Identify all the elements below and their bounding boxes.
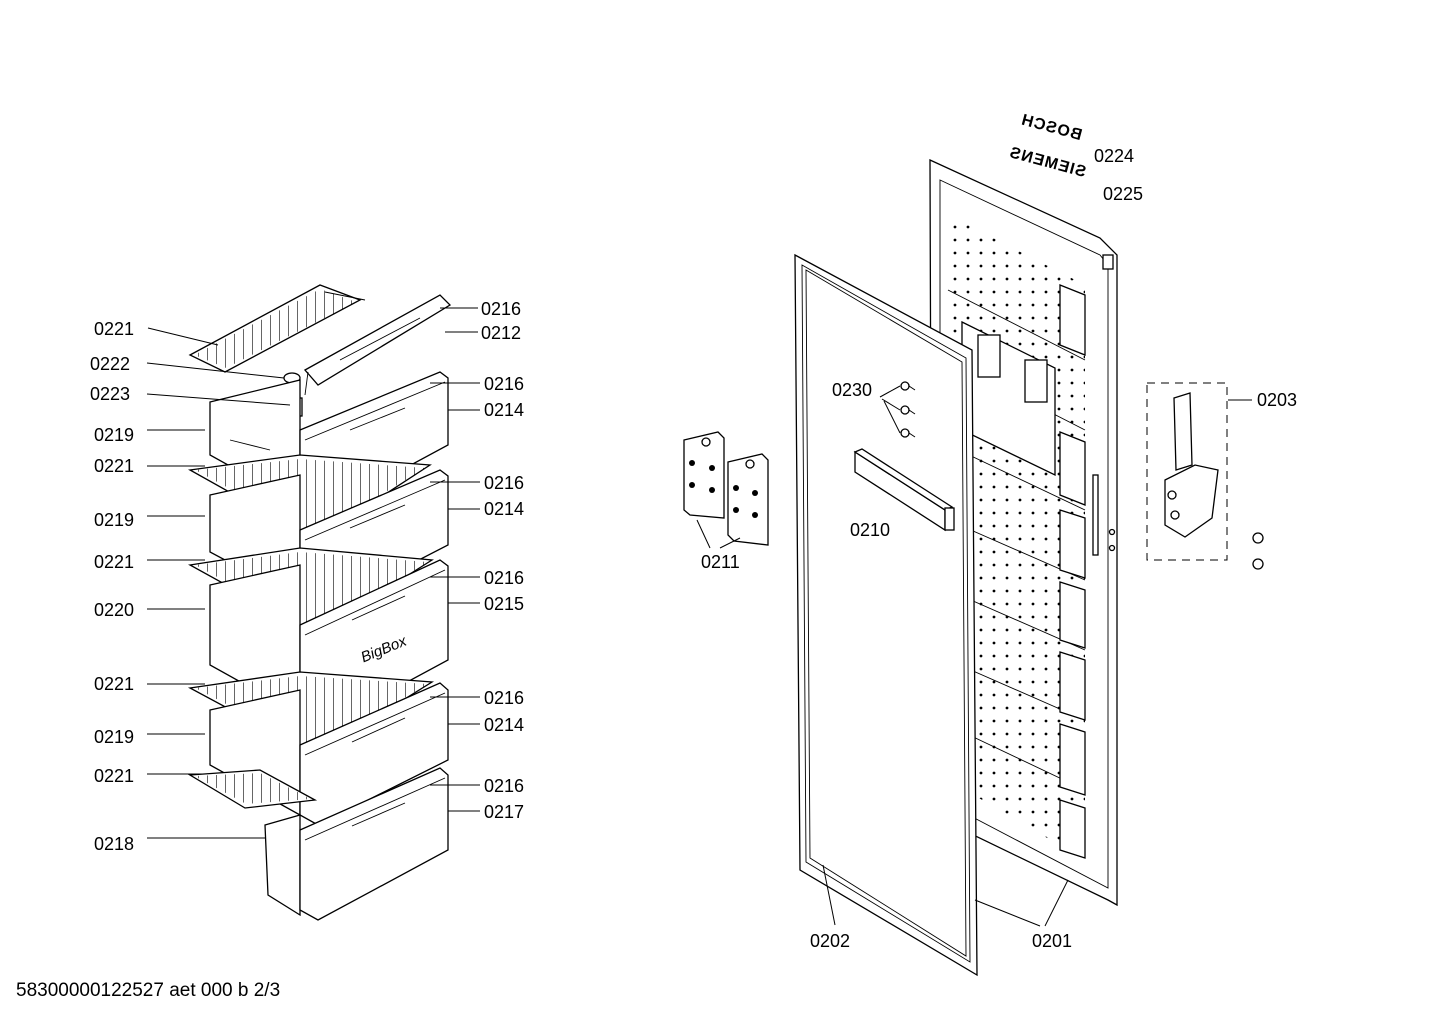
handle-bar <box>853 448 955 532</box>
part-labels-left: 0221 0222 0223 0219 0221 0219 0221 0220 … <box>90 299 524 854</box>
drawer-stack: BigBox <box>187 284 452 921</box>
part-label: 0211 <box>701 552 740 572</box>
part-labels-right: 0224 0225 0203 0230 0210 0211 0202 0201 <box>701 146 1297 951</box>
part-label: 0218 <box>94 834 134 854</box>
part-label: 0215 <box>484 594 524 614</box>
part-label: 0219 <box>94 425 134 445</box>
part-label: 0212 <box>481 323 521 343</box>
door-gasket <box>794 253 978 977</box>
part-label: 0210 <box>850 520 890 540</box>
part-label: 0224 <box>1094 146 1134 166</box>
part-label: 0222 <box>90 354 130 374</box>
part-label: 0216 <box>481 299 521 319</box>
part-label: 0202 <box>810 931 850 951</box>
part-label: 0214 <box>484 499 524 519</box>
door-panel <box>929 158 1118 907</box>
leader-lines-right <box>696 385 1252 927</box>
part-label: 0216 <box>484 776 524 796</box>
door-brand-logos: BOSCH SIEMENS <box>1007 111 1088 181</box>
part-label: 0220 <box>94 600 134 620</box>
drawer-bottom <box>264 767 449 921</box>
part-label: 0219 <box>94 510 134 530</box>
leader-lines-left <box>146 307 480 839</box>
drawing-code: 58300000122527 aet 000 b 2/3 <box>16 980 281 1001</box>
part-label: 0216 <box>484 688 524 708</box>
top-front-bar <box>303 294 452 396</box>
part-label: 0221 <box>94 456 134 476</box>
part-label: 0217 <box>484 802 524 822</box>
part-label: 0230 <box>832 380 872 400</box>
part-label: 0223 <box>90 384 130 404</box>
part-label: 0219 <box>94 727 134 747</box>
cold-packs <box>683 431 769 546</box>
part-label: 0216 <box>484 568 524 588</box>
part-label: 0221 <box>94 319 134 339</box>
part-label: 0216 <box>484 374 524 394</box>
part-label: 0225 <box>1103 184 1143 204</box>
siemens-logo: SIEMENS <box>1007 144 1088 181</box>
bosch-logo: BOSCH <box>1019 111 1084 144</box>
top-wire-shelf <box>188 284 366 373</box>
part-label: 0221 <box>94 552 134 572</box>
hinge-assembly <box>1146 382 1264 570</box>
part-label: 0201 <box>1032 931 1072 951</box>
part-label: 0221 <box>94 674 134 694</box>
part-label: 0221 <box>94 766 134 786</box>
screws-0230 <box>900 381 916 438</box>
part-label: 0214 <box>484 400 524 420</box>
part-label: 0214 <box>484 715 524 735</box>
wire-shelf-5 <box>187 769 318 809</box>
part-label: 0203 <box>1257 390 1297 410</box>
part-label: 0216 <box>484 473 524 493</box>
